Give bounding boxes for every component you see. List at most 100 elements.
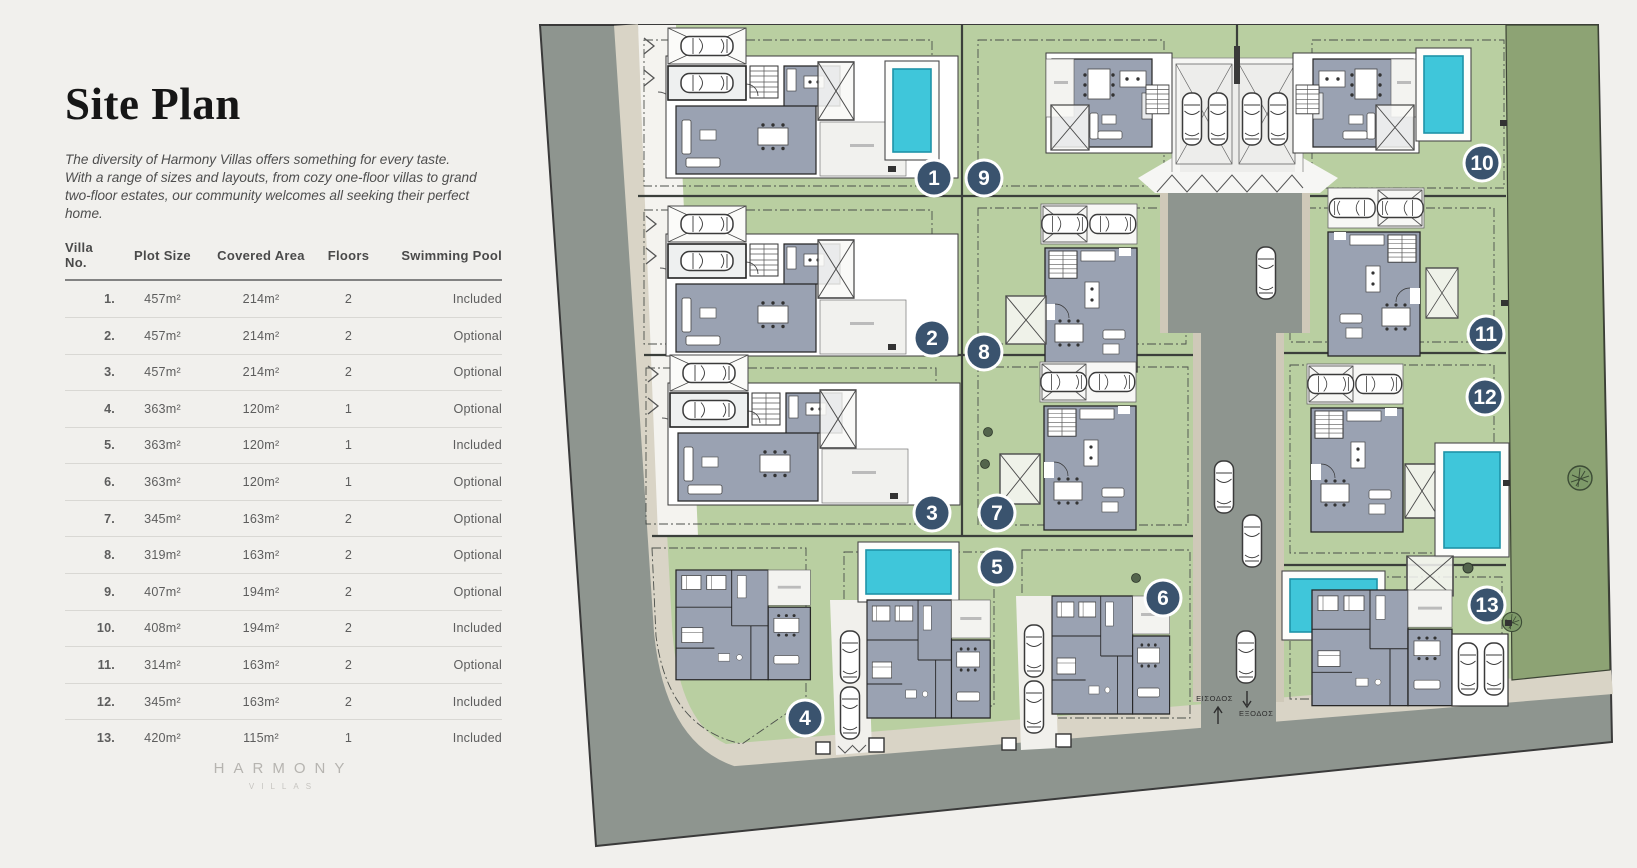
cell-plot_size: 408m²	[115, 610, 210, 648]
exit-arrow-icon	[1242, 691, 1252, 709]
pool-10	[1415, 47, 1472, 142]
central-road: ΕΙΣΟΔΟΣ ΕΞΟΔΟΣ	[1138, 46, 1338, 756]
brand-name: HARMONY	[213, 760, 354, 777]
villa-badge-11[interactable]: 11	[1466, 314, 1506, 354]
cell-swimming_pool: Included	[385, 683, 502, 721]
entrance-label: ΕΙΣΟΔΟΣ	[1196, 694, 1233, 703]
cell-plot_size: 420m²	[144, 731, 181, 746]
villa-spec-table: Villa No. Plot Size Covered Area Floors …	[65, 240, 502, 756]
car-on-road	[1255, 246, 1277, 300]
parked-car	[1181, 92, 1203, 146]
car-on-road	[1235, 630, 1257, 684]
cell-covered_area: 194m²	[210, 573, 312, 611]
villa-1-plot[interactable]	[666, 28, 958, 178]
cell-no: 7.	[65, 500, 115, 538]
villa-5-footprint	[866, 599, 991, 719]
car-on-road	[1213, 460, 1235, 514]
villa-4-plot[interactable]	[675, 569, 812, 681]
villa-badge-3[interactable]: 3	[912, 493, 952, 533]
svg-text:2: 2	[926, 327, 938, 350]
villa-badge-1[interactable]: 1	[914, 158, 954, 198]
cell-covered_area: 163m²	[210, 536, 312, 575]
pergola-1	[817, 61, 855, 121]
villa-badges: 1 2 3 4 5 6 7 8 9 10 11 12 13	[785, 143, 1507, 738]
cell-floors: 2	[312, 573, 385, 611]
svg-text:8: 8	[978, 341, 990, 364]
villa-badge-7[interactable]: 7	[977, 493, 1017, 533]
parked-car	[1023, 624, 1045, 678]
cell-plot_size: 314m²	[115, 646, 210, 684]
cell-covered_area: 163m²	[210, 500, 312, 538]
cell-swimming_pool: Optional	[385, 463, 502, 501]
svg-text:13: 13	[1475, 594, 1498, 617]
cell-floors: 2	[312, 536, 385, 575]
villa-badge-10[interactable]: 10	[1462, 143, 1502, 183]
cell-floors: 2	[312, 317, 385, 355]
villa-5-plot[interactable]	[857, 541, 991, 719]
cell-plot_size: 363m²	[115, 427, 210, 465]
cell-plot_size: 457m²	[115, 317, 210, 355]
cell-swimming_pool: Included	[385, 610, 502, 648]
cell-swimming_pool: Optional	[385, 390, 502, 428]
svg-text:11: 11	[1475, 323, 1498, 346]
villa-13-garage	[1451, 633, 1509, 707]
cell-no: 13.	[96, 731, 115, 746]
col-header-covered-area: Covered Area	[210, 240, 312, 282]
cell-no: 3.	[65, 354, 115, 392]
sidewalk	[614, 24, 1613, 767]
driveways	[815, 596, 1072, 755]
cell-floors: 1	[312, 427, 385, 465]
intro-paragraph: The diversity of Harmony Villas offers s…	[65, 152, 477, 222]
villa-badge-2[interactable]: 2	[912, 318, 952, 358]
cell-covered_area: 214m²	[210, 280, 312, 318]
parked-car	[839, 630, 861, 684]
cell-no: 4.	[65, 390, 115, 428]
cell-no: 5.	[65, 427, 115, 465]
gate-post	[1055, 733, 1072, 748]
info-panel: Site Plan The diversity of Harmony Villa…	[65, 78, 502, 756]
cell-swimming_pool: Optional	[385, 536, 502, 575]
villa-badge-5[interactable]: 5	[977, 547, 1017, 587]
villa-badge-9[interactable]: 9	[964, 158, 1004, 198]
cell-swimming_pool: Optional	[385, 500, 502, 538]
parked-car	[1241, 92, 1263, 146]
shared-court	[1138, 46, 1338, 193]
col-header-floors: Floors	[312, 240, 385, 282]
villa-10-plot[interactable]	[1293, 47, 1472, 153]
svg-text:12: 12	[1473, 386, 1496, 409]
svg-text:5: 5	[991, 556, 1003, 579]
villa-badge-13[interactable]: 13	[1467, 585, 1507, 625]
page-title: Site Plan	[65, 79, 241, 129]
landscape-buffer	[1505, 24, 1611, 681]
entrance-exit-labels: ΕΙΣΟΔΟΣ ΕΞΟΔΟΣ	[1196, 691, 1273, 724]
cell-swimming_pool: Included	[452, 731, 502, 746]
svg-text:1: 1	[928, 167, 940, 190]
col-header-plot-size: Plot Size	[115, 240, 210, 282]
cell-covered_area: 214m²	[210, 354, 312, 392]
cell-covered_area: 120m²	[210, 427, 312, 465]
villa-badge-12[interactable]: 12	[1465, 377, 1505, 417]
villa-badge-6[interactable]: 6	[1143, 578, 1183, 618]
villa-8-footprint	[1041, 204, 1137, 372]
col-header-villa-no: Villa No.	[65, 240, 115, 282]
cell-covered_area: 120m²	[210, 463, 312, 501]
villa-13-plot[interactable]	[1281, 555, 1509, 707]
villa-9-footprint	[1046, 53, 1172, 153]
cell-no: 8.	[65, 536, 115, 575]
cell-swimming_pool: Included	[385, 427, 502, 465]
svg-text:7: 7	[991, 502, 1003, 525]
villa-badge-8[interactable]: 8	[964, 332, 1004, 372]
villa-9-plot[interactable]	[1046, 53, 1172, 153]
greenery	[980, 120, 1593, 633]
villa-12-plot[interactable]	[1307, 364, 1510, 558]
svg-text:6: 6	[1157, 587, 1169, 610]
villa-badge-4[interactable]: 4	[785, 698, 825, 738]
